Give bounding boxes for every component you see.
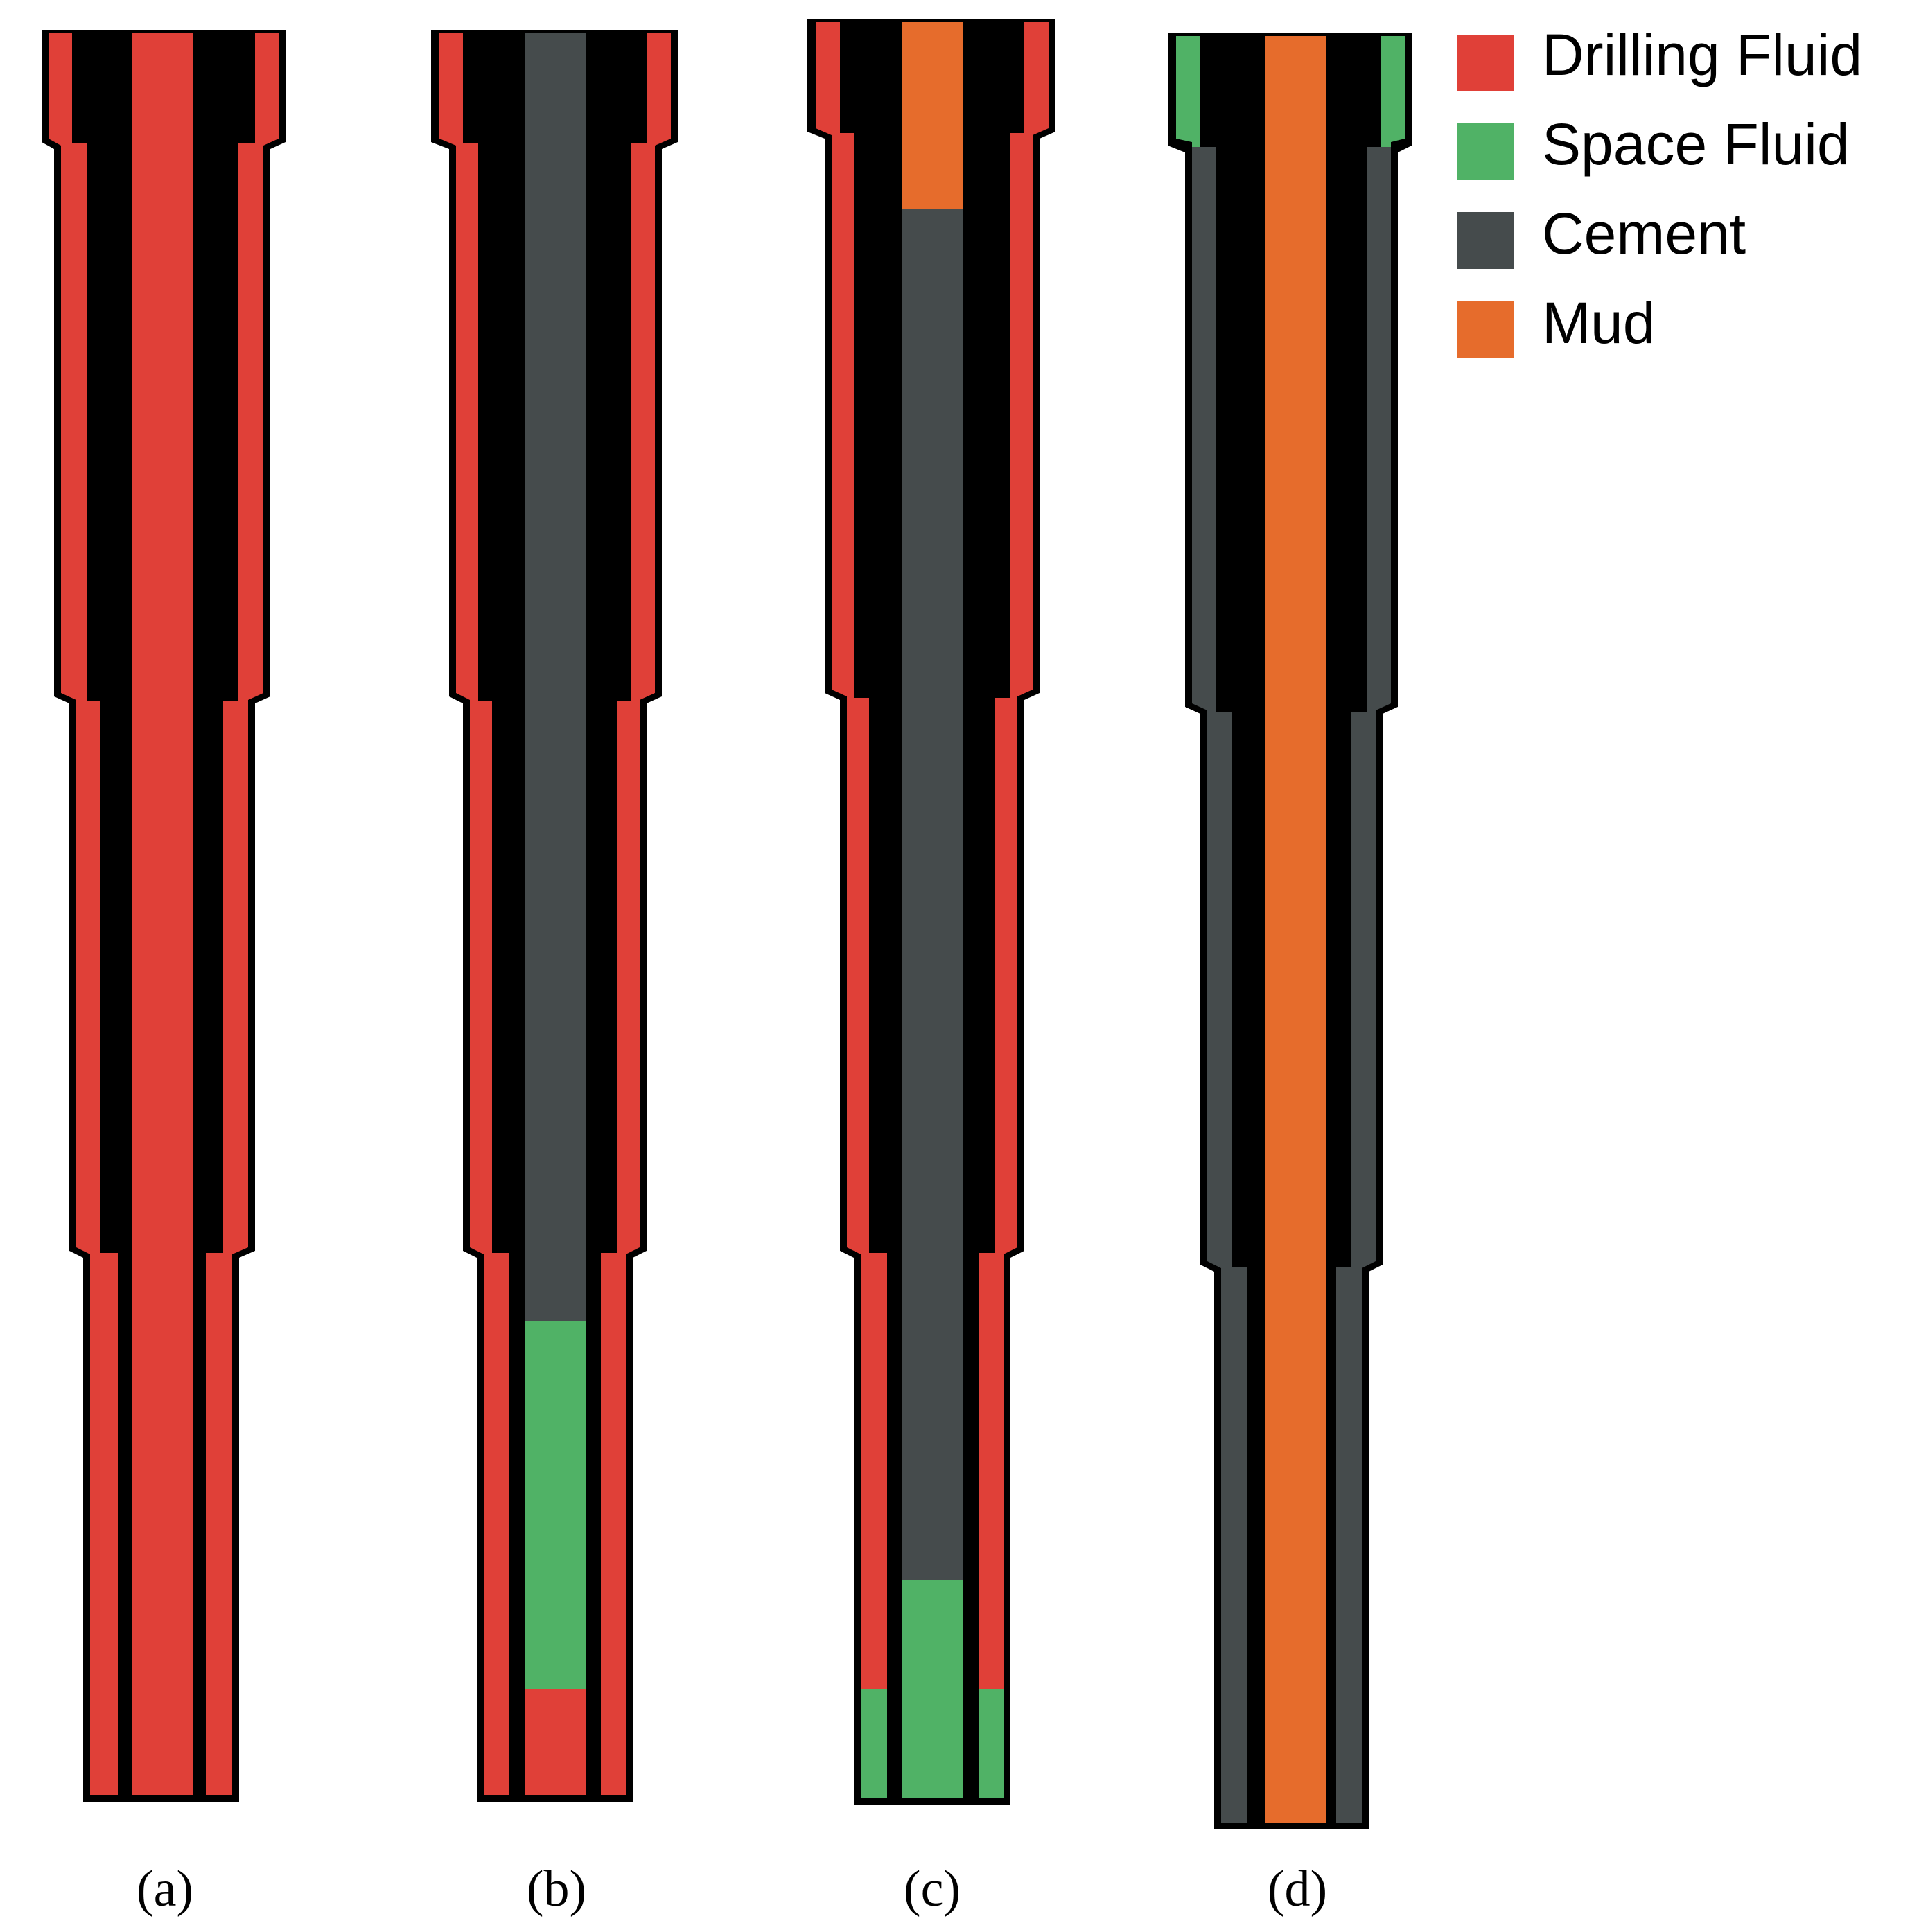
inner-cement <box>902 209 963 1580</box>
legend: Drilling Fluid Space Fluid Cement Mud <box>1457 22 1862 358</box>
inner-cement <box>525 33 586 1321</box>
well-panel-d <box>1168 33 1412 1829</box>
annulus-drilling-fluid-right <box>206 33 279 1795</box>
legend-swatch-space-fluid <box>1457 123 1514 180</box>
annulus-space-fluid-right <box>1381 36 1405 147</box>
inner-space-fluid <box>902 1580 963 1798</box>
legend-swatch-drilling-fluid <box>1457 35 1514 91</box>
legend-label-cement: Cement <box>1542 201 1746 266</box>
annulus-drilling-fluid-left <box>49 33 118 1795</box>
legend-label-drilling-fluid: Drilling Fluid <box>1542 22 1862 87</box>
annulus-drilling-fluid-right <box>979 22 1049 1689</box>
well-panel-c <box>807 19 1055 1805</box>
well-panel-b <box>431 30 678 1802</box>
inner-space-fluid <box>525 1321 586 1689</box>
annulus-space-fluid-left <box>861 1689 887 1798</box>
annulus-space-fluid-right <box>979 1689 1004 1798</box>
inner-mud <box>902 22 963 209</box>
legend-label-space-fluid: Space Fluid <box>1542 112 1850 177</box>
legend-swatch-cement <box>1457 212 1514 269</box>
legend-swatch-mud <box>1457 301 1514 358</box>
inner-drilling-fluid <box>132 33 193 1795</box>
annulus-drilling-fluid-left <box>816 22 887 1689</box>
panel-label-b: (b) <box>527 1861 586 1917</box>
legend-label-mud: Mud <box>1542 290 1655 355</box>
annulus-drilling-fluid-right <box>601 33 671 1795</box>
annulus-cement-left <box>1192 147 1247 1823</box>
annulus-space-fluid-left <box>1176 36 1200 147</box>
inner-drilling-fluid <box>525 1689 586 1795</box>
panel-label-a: (a) <box>137 1861 193 1917</box>
annulus-cement-right <box>1336 147 1391 1823</box>
inner-mud <box>1265 36 1326 1823</box>
annulus-drilling-fluid-left <box>439 33 509 1795</box>
well-panel-a <box>42 30 286 1802</box>
panel-label-d: (d) <box>1268 1861 1327 1917</box>
panel-label-c: (c) <box>904 1861 961 1917</box>
